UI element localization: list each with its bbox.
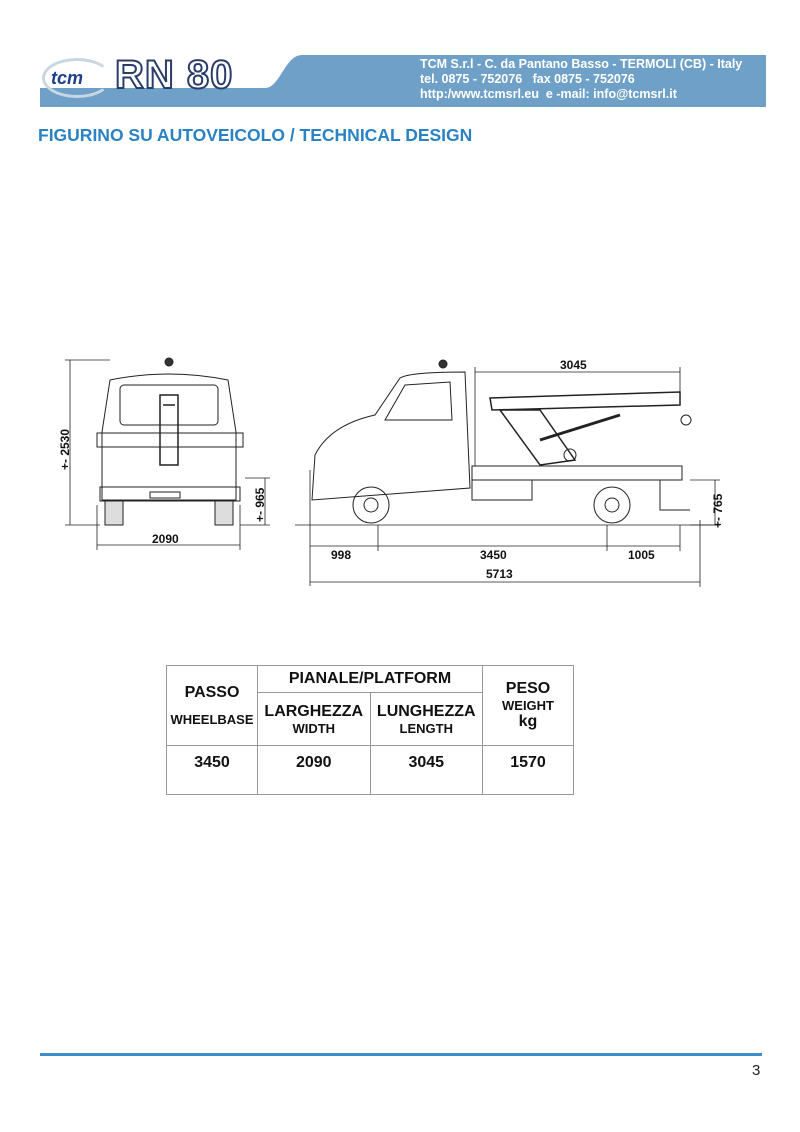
contact-web: http:/www.tcmsrl.eu e -mail: info@tcmsrl… [420, 87, 677, 101]
header-band [40, 55, 766, 107]
contact-info: TCM S.r.l - C. da Pantano Basso - TERMOL… [420, 57, 742, 102]
contact-phone: tel. 0875 - 752076 fax 0875 - 752076 [420, 72, 635, 86]
col-passo: PASSO WHEELBASE [166, 665, 258, 746]
weight-label: WEIGHT [502, 698, 554, 713]
wheelbase-value: 3450 [166, 745, 258, 795]
dim-platform-height: +- 965 [253, 487, 267, 522]
peso-label: PESO [505, 680, 551, 697]
wheelbase-label: WHEELBASE [170, 712, 254, 727]
length-value: 3045 [369, 745, 483, 795]
kg-label: kg [518, 713, 538, 730]
dim-total-length: 5713 [486, 567, 513, 581]
page-title: FIGURINO SU AUTOVEICOLO / TECHNICAL DESI… [38, 125, 473, 145]
dim-front-width: 2090 [152, 532, 179, 546]
footer-divider [40, 1053, 762, 1056]
platform-header: PIANALE/PLATFORM [257, 665, 483, 693]
width-value: 2090 [257, 745, 371, 795]
lunghezza-label: LUNGHEZZA [376, 702, 476, 720]
model-logo: RN 80 [114, 52, 234, 98]
larghezza-label: LARGHEZZA [264, 702, 364, 720]
dimension-lines [65, 359, 720, 587]
tcm-logo: tcm [42, 58, 112, 98]
width-label: WIDTH [292, 720, 336, 736]
dim-front-overhang: 998 [331, 548, 351, 562]
dim-platform-length: 3045 [560, 358, 587, 372]
length-label: LENGTH [399, 720, 453, 736]
front-view [96, 357, 244, 526]
weight-value: 1570 [482, 745, 574, 795]
contact-address: TCM S.r.l - C. da Pantano Basso - TERMOL… [420, 57, 743, 71]
dim-wheelbase: 3450 [480, 548, 507, 562]
dim-rear-height: +- 765 [711, 493, 725, 528]
table-row: 3450 2090 3045 1570 [166, 745, 574, 795]
page-number: 3 [752, 1062, 761, 1079]
passo-label: PASSO [184, 684, 240, 701]
dim-front-height: +- 2530 [58, 429, 72, 470]
technical-drawing: +- 2530 2090 +- 965 998 3450 1005 5713 3… [58, 357, 725, 587]
side-view [311, 359, 692, 524]
dim-rear-overhang: 1005 [628, 548, 655, 562]
